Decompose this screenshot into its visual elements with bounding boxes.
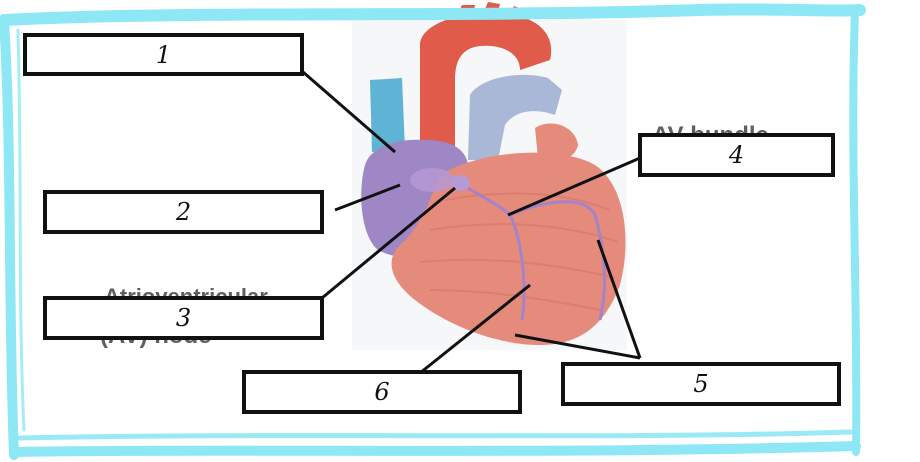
- frame-top: [0, 3, 866, 26]
- label-number: 3: [175, 304, 192, 332]
- leader-line-6: [419, 283, 531, 375]
- label-number: 5: [693, 370, 709, 398]
- leader-line-3: [321, 186, 456, 300]
- label-number: 2: [175, 198, 192, 226]
- label-box-5[interactable]: 5: [561, 362, 841, 406]
- frame-right: [849, 8, 861, 456]
- leader-line-5b: [514, 333, 641, 360]
- label-number: 1: [155, 40, 172, 69]
- label-box-6[interactable]: 6: [242, 370, 522, 414]
- label-box-4[interactable]: 4: [638, 133, 835, 177]
- label-box-2[interactable]: 2: [43, 190, 324, 234]
- sa-node-region: [410, 168, 454, 192]
- leader-line-2: [334, 183, 401, 212]
- leader-line-5a: [596, 239, 642, 359]
- muscle-striations: [419, 192, 619, 311]
- label-box-1[interactable]: 1: [23, 33, 304, 76]
- label-number: 4: [728, 141, 745, 169]
- superior-vena-cava: [370, 78, 405, 152]
- leader-line-4: [507, 156, 641, 217]
- frame-left: [0, 15, 19, 460]
- leader-lines: [302, 70, 642, 375]
- label-number: 6: [374, 378, 390, 406]
- frame-left-inner: [16, 28, 26, 432]
- pulmonary-artery: [468, 74, 562, 160]
- label-box-3[interactable]: 3: [43, 296, 324, 340]
- av-node-region: [450, 175, 470, 191]
- left-auricle: [535, 123, 578, 162]
- frame-bottom-inner: [17, 429, 853, 441]
- frame-border: [0, 3, 866, 460]
- frame-bottom: [9, 441, 861, 457]
- leader-line-1: [302, 70, 396, 154]
- aorta: [420, 12, 552, 160]
